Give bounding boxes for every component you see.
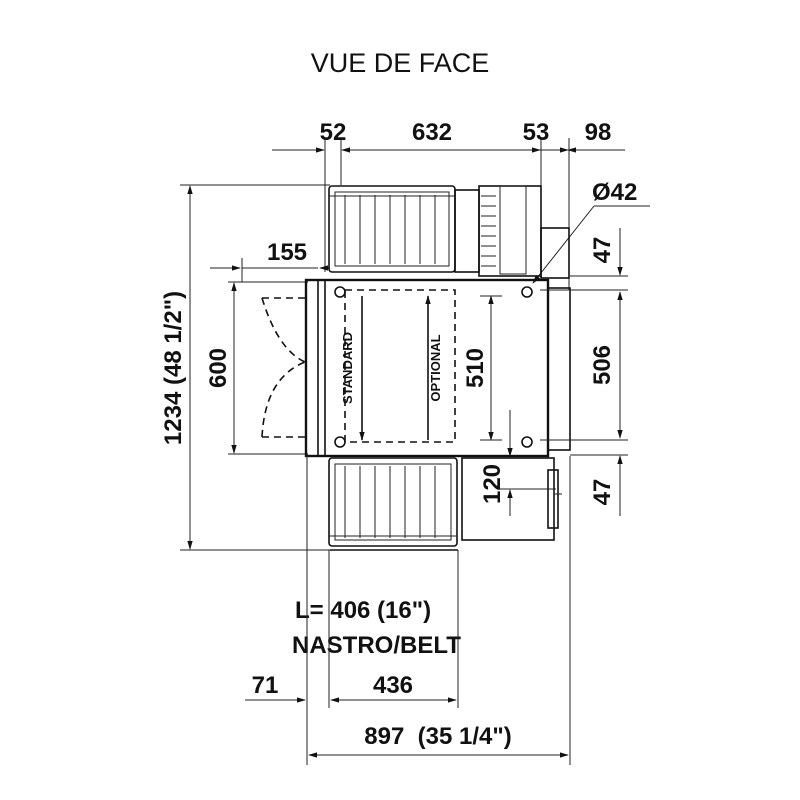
dim-632: 632 xyxy=(412,119,452,146)
door-swing-dashed xyxy=(261,297,310,438)
top-belt-module xyxy=(328,185,456,273)
dim-120: 120 xyxy=(479,464,506,504)
height-1234-dimension xyxy=(180,184,330,551)
dim-53: 53 xyxy=(523,119,550,146)
dim-155-lines xyxy=(210,258,330,282)
motor-block-top xyxy=(454,185,570,279)
right-dimension-chain xyxy=(540,228,628,516)
dim-diameter-42: Ø42 xyxy=(592,179,637,206)
dim-52: 52 xyxy=(320,119,347,146)
dim-510-lines xyxy=(480,295,502,441)
dim-510: 510 xyxy=(462,348,489,388)
dim-1234: 1234 (48 1/2") xyxy=(160,291,187,445)
bottom-dimension-chain xyxy=(245,456,571,765)
dim-98: 98 xyxy=(585,119,612,146)
motor-block-bottom xyxy=(461,457,562,541)
dim-120-lines xyxy=(500,410,556,516)
dim-436: 436 xyxy=(373,672,413,699)
label-standard: STANDARD xyxy=(340,332,355,404)
dim-506: 506 xyxy=(589,345,616,385)
bottom-belt-module xyxy=(328,457,458,547)
dim-47-bottom: 47 xyxy=(589,479,616,506)
label-optional: OPTIONAL xyxy=(428,334,443,401)
drawing-title: VUE DE FACE xyxy=(311,48,490,78)
dim-71: 71 xyxy=(252,672,279,699)
standard-area xyxy=(344,289,456,443)
dim-600-lines xyxy=(228,281,308,455)
dim-47-top: 47 xyxy=(589,237,616,264)
dim-155: 155 xyxy=(267,239,307,266)
label-belt-length: L= 406 (16") xyxy=(295,597,431,624)
dim-897: 897 (35 1/4") xyxy=(364,723,511,750)
label-belt: NASTRO/BELT xyxy=(292,632,461,659)
dim-600: 600 xyxy=(205,348,232,388)
